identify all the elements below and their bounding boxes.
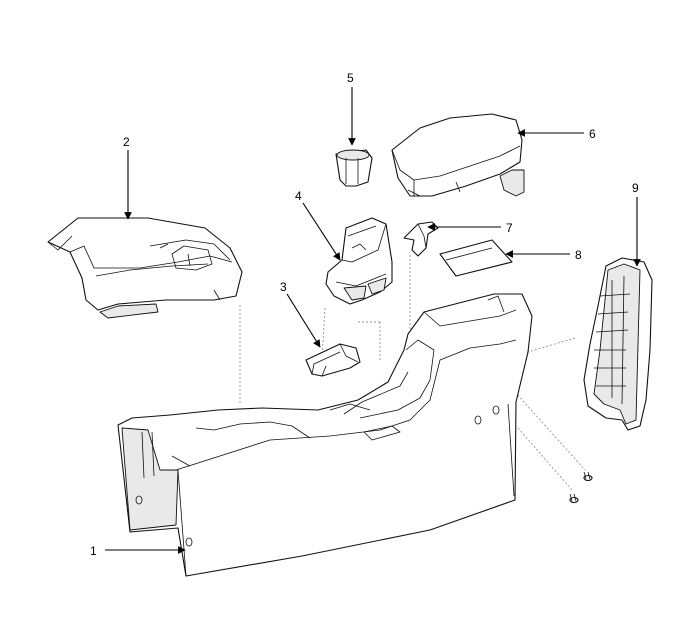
leader-lines [105,87,641,554]
part-5-cap [335,149,373,187]
part-1-floor-console-body [117,293,533,577]
part-3-clip [305,343,361,377]
callout-8: 8 [575,248,582,262]
callout-3: 3 [280,280,287,294]
screw-lower [569,493,579,504]
screw-upper [583,471,593,482]
part-9-side-panel [583,257,653,431]
callout-5: 5 [347,71,354,85]
assembly-guide-lines [239,255,586,491]
leader-4 [302,202,341,261]
part-8-mat [439,239,513,277]
callout-6: 6 [589,127,596,141]
part-6-armrest [391,113,525,197]
callout-7: 7 [506,221,513,235]
callout-1: 1 [90,544,97,558]
callout-2: 2 [123,135,130,149]
callout-labels: 1 2 3 4 5 6 7 8 9 [90,71,639,558]
callout-9: 9 [632,181,639,195]
part-2-shift-cover [47,217,243,319]
screws [569,471,593,504]
leader-3 [286,293,321,348]
callout-4: 4 [295,189,302,203]
part-4-cup-holder [325,217,393,305]
